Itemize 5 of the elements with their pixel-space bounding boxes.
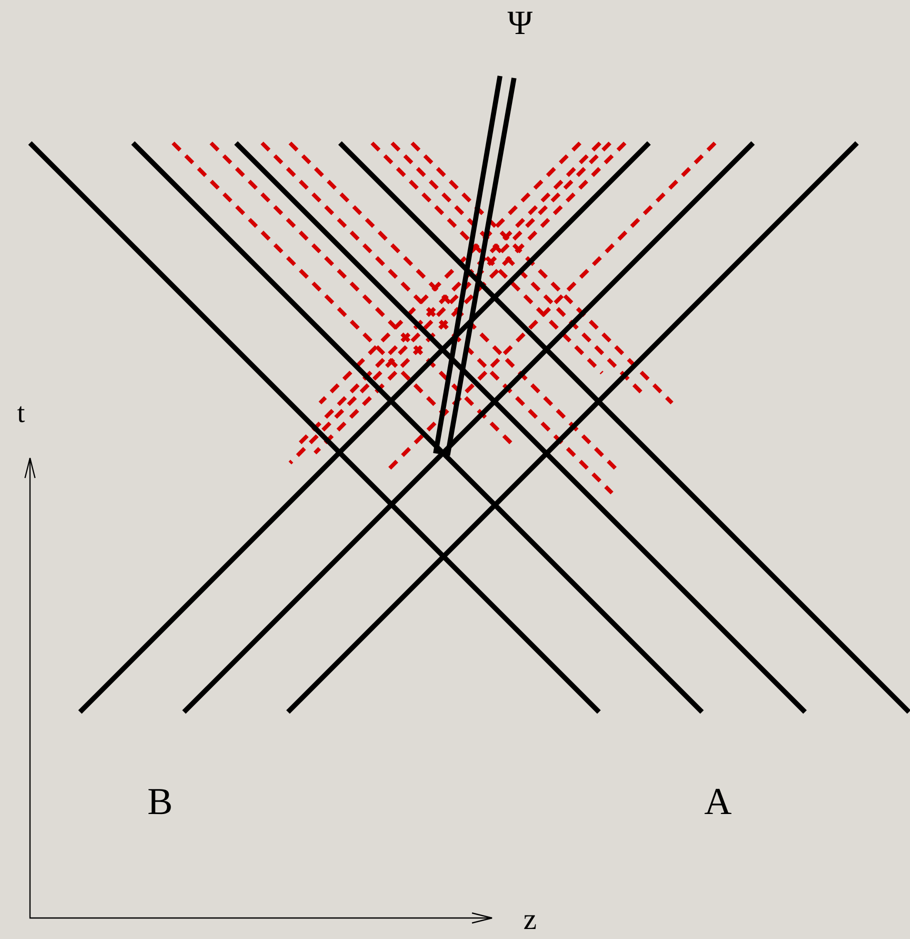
region-label: B: [147, 783, 173, 821]
axis-label: t: [17, 400, 25, 428]
psi-label: Ψ: [507, 7, 533, 41]
axis-label: z: [523, 905, 537, 935]
region-label: A: [704, 783, 732, 821]
